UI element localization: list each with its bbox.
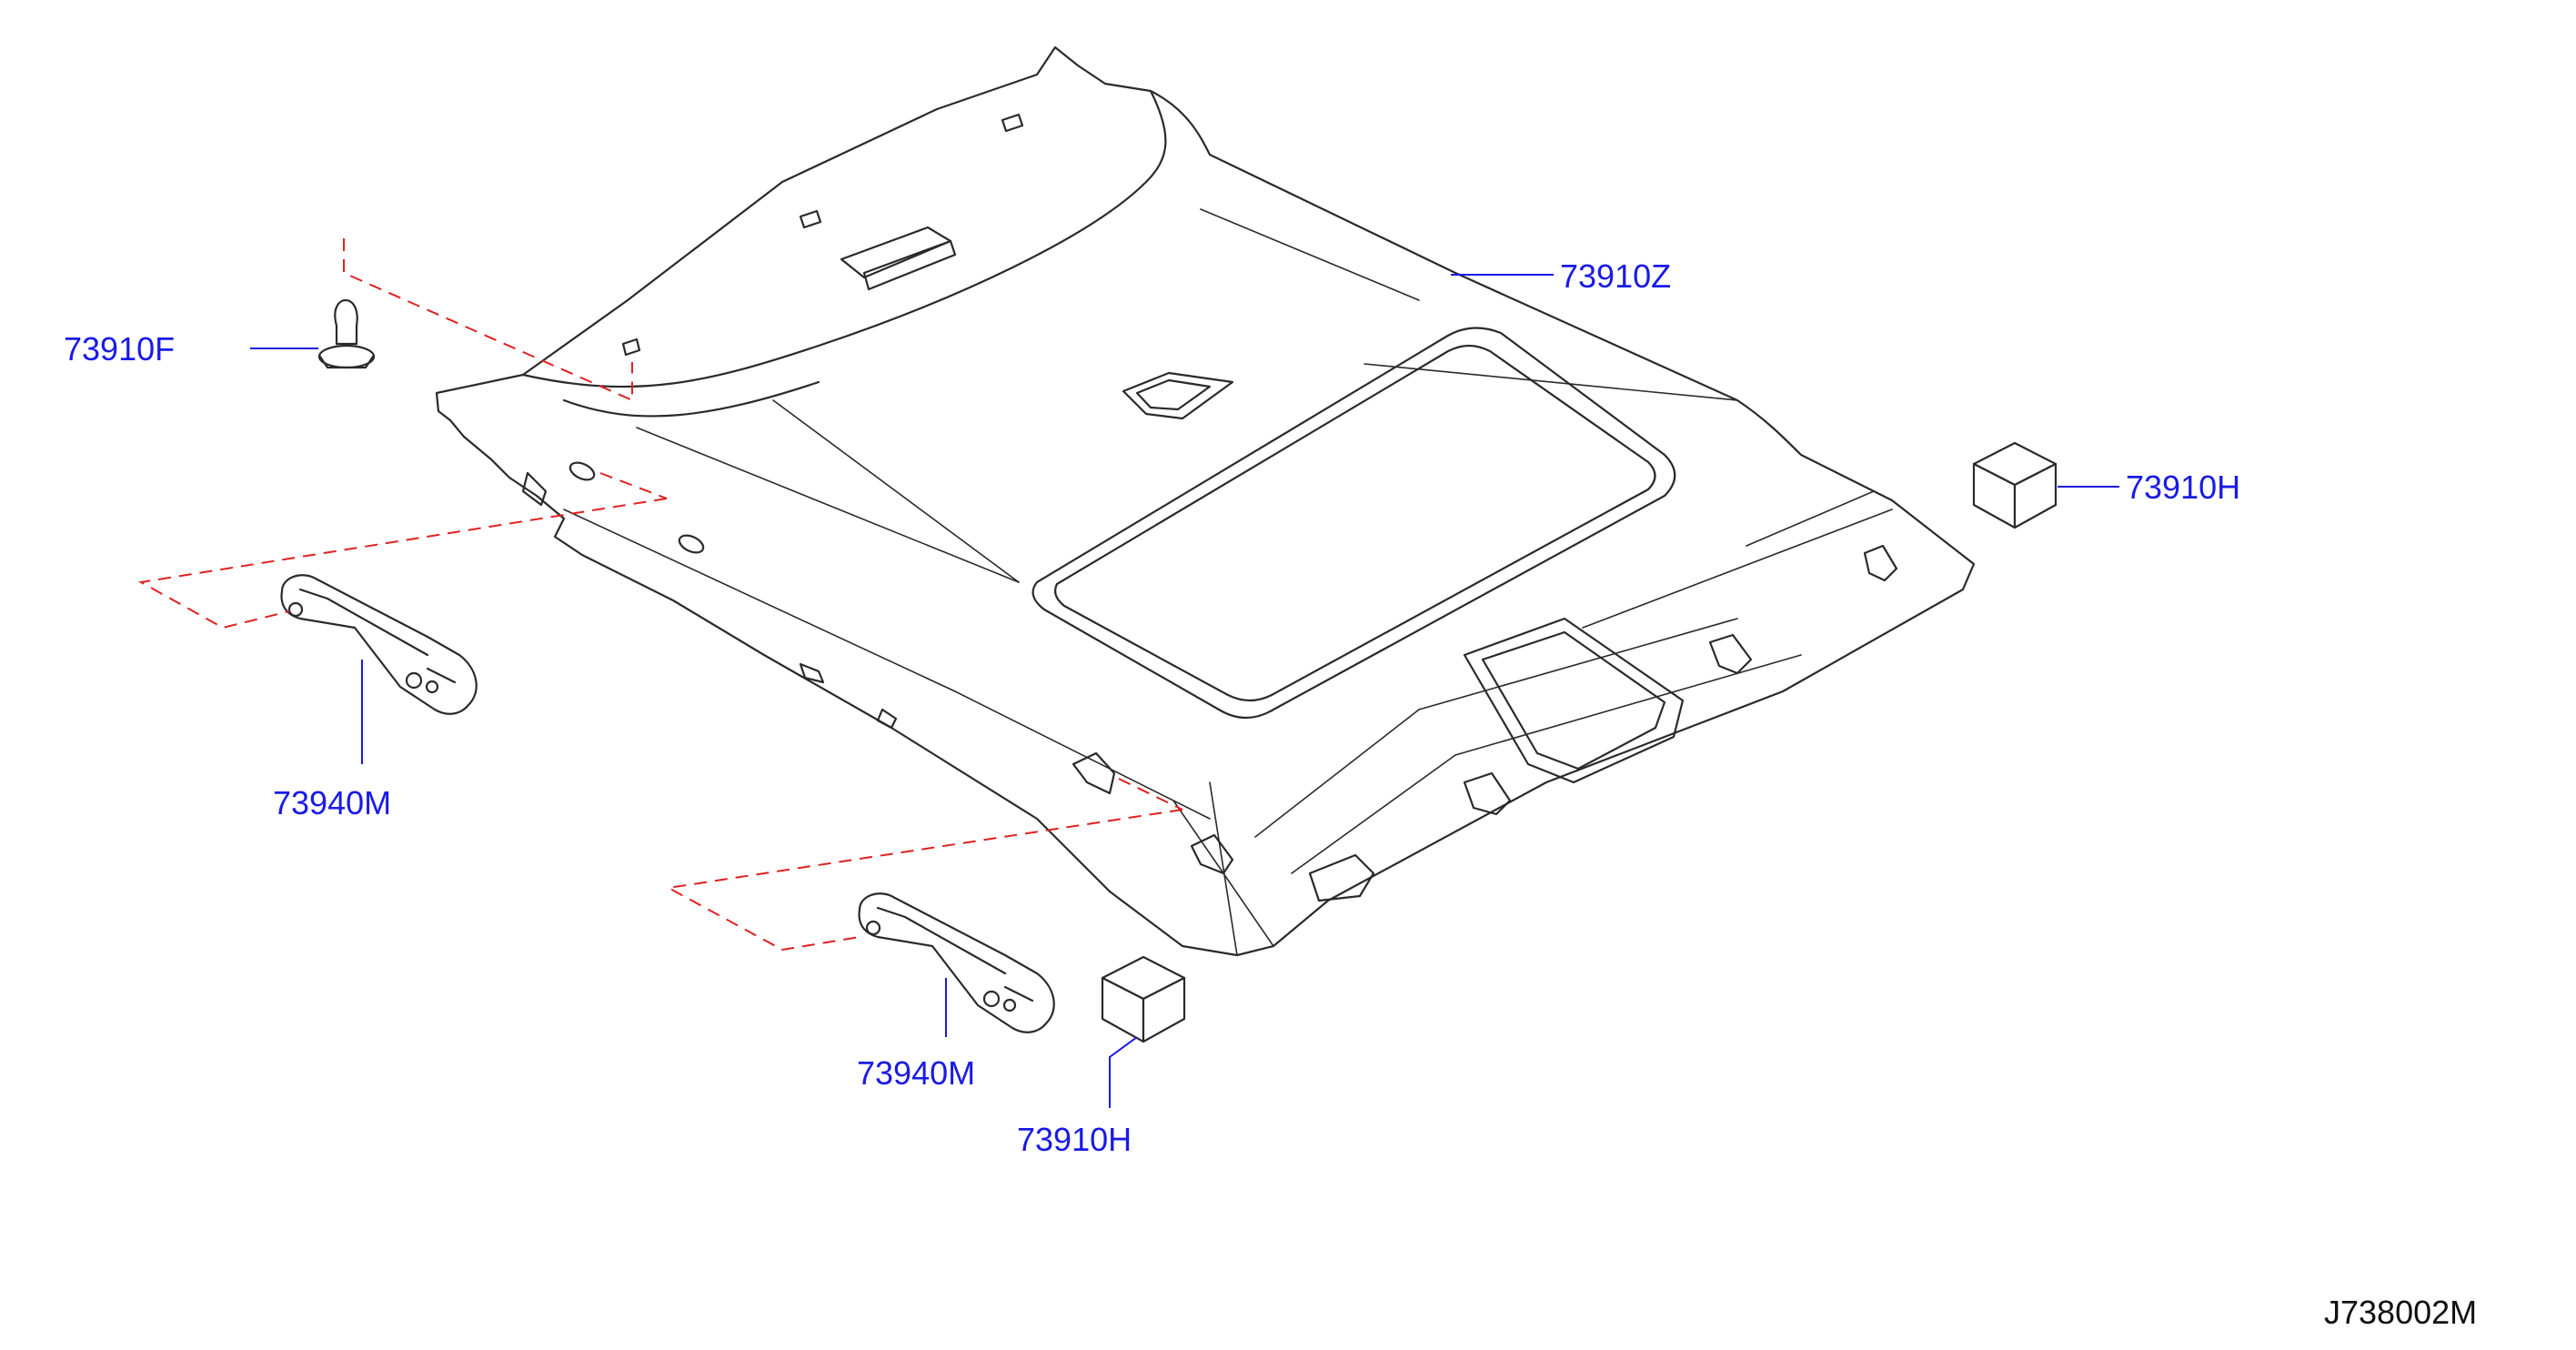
label-clip[interactable]: 73910F	[64, 330, 175, 368]
guide-grip-lower-b	[1118, 778, 1183, 811]
pad-block-right	[1972, 441, 2058, 529]
assist-grip-upper	[280, 574, 478, 715]
guide-grip-upper	[137, 498, 668, 630]
pad-block-lower	[1101, 955, 1186, 1043]
label-pad-lower[interactable]: 73910H	[1017, 1121, 1132, 1158]
label-pad-right[interactable]: 73910H	[2126, 468, 2240, 506]
guide-grip-lower	[665, 809, 1183, 952]
label-grip-lower[interactable]: 73940M	[857, 1054, 975, 1092]
trim-clip	[317, 298, 376, 369]
roof-headlining	[435, 45, 1976, 957]
assist-grip-lower	[858, 892, 1055, 1033]
label-headlining[interactable]: 73910Z	[1560, 257, 1671, 295]
diagram-id: J738002M	[2324, 1294, 2477, 1331]
guide-grip-upper-b	[599, 472, 668, 499]
leader-pad-lower	[1109, 1036, 1138, 1108]
label-grip-upper[interactable]: 73940M	[273, 784, 391, 821]
guide-clip	[343, 238, 633, 402]
